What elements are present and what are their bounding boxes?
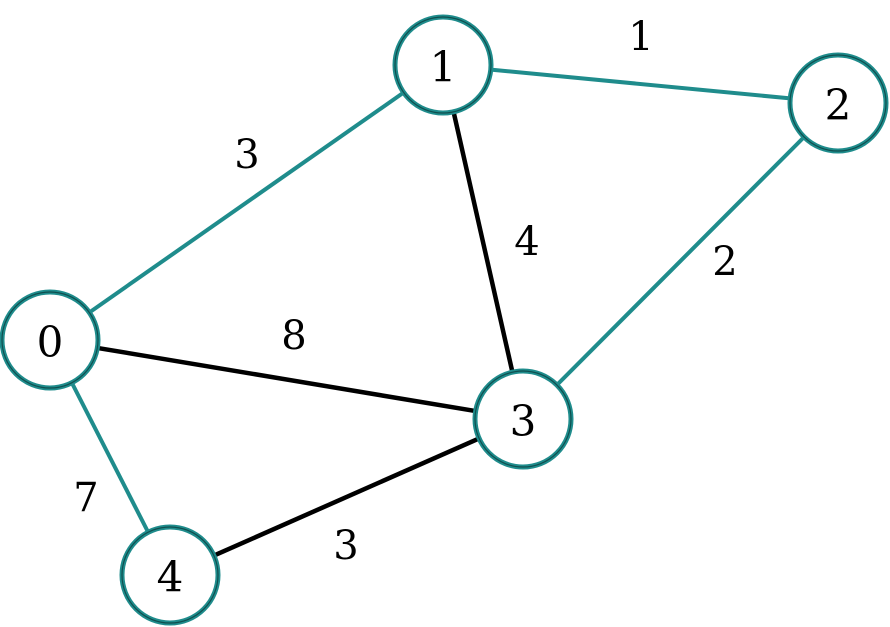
nodes-layer: 0 1 2 3 4 — [0, 14, 889, 626]
node-ring-4 — [121, 526, 219, 624]
node-label-1: 1 — [430, 43, 457, 92]
edge-weight-1-3: 4 — [514, 219, 539, 265]
node-2: 2 — [787, 52, 889, 154]
edges-layer — [70, 67, 806, 558]
edge-0-3 — [96, 345, 477, 414]
edge-weight-0-3: 8 — [281, 313, 306, 359]
node-label-0: 0 — [37, 318, 64, 367]
node-4: 4 — [119, 524, 221, 626]
edge-labels-layer: 3 1 4 2 8 7 3 — [73, 14, 737, 569]
edge-1-2 — [490, 67, 791, 101]
node-ring-1 — [394, 16, 492, 114]
edge-weight-0-1: 3 — [234, 132, 259, 178]
edge-weight-4-3: 3 — [333, 523, 358, 569]
edge-2-3 — [555, 135, 806, 387]
edge-1-3 — [451, 111, 515, 373]
node-3: 3 — [472, 368, 574, 470]
node-1: 1 — [392, 14, 494, 116]
node-label-3: 3 — [510, 397, 537, 446]
node-label-4: 4 — [157, 553, 184, 602]
node-label-2: 2 — [825, 81, 852, 130]
edge-0-4 — [70, 381, 150, 534]
node-ring-3 — [474, 370, 572, 468]
edge-weight-0-4: 7 — [73, 475, 98, 521]
edge-4-3 — [212, 436, 481, 558]
node-0: 0 — [0, 289, 101, 391]
edge-0-1 — [88, 90, 405, 315]
node-ring-2 — [789, 54, 887, 152]
edge-weight-1-2: 1 — [628, 14, 653, 60]
node-ring-0 — [1, 291, 99, 389]
edge-weight-2-3: 2 — [712, 239, 737, 285]
